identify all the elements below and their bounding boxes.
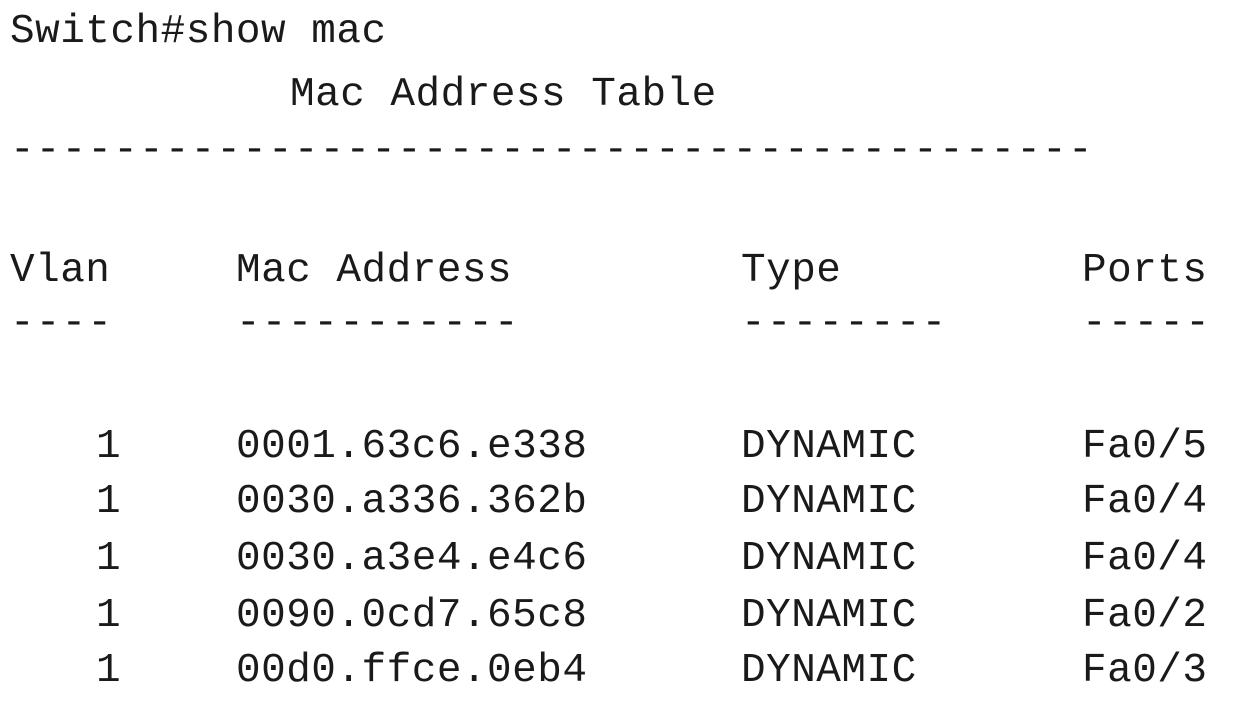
column-rule-type: --------: [741, 301, 948, 347]
table-row-port: Fa0/3: [1082, 648, 1208, 694]
column-header-ports: Ports: [1082, 248, 1208, 294]
table-row-vlan: 1: [96, 593, 122, 639]
table-row-mac-address: 0030.a3e4.e4c6: [236, 536, 588, 582]
table-row-type: DYNAMIC: [741, 424, 917, 470]
command-prompt: Switch#show mac: [10, 9, 387, 55]
table-row-mac-address: 0090.0cd7.65c8: [236, 593, 588, 639]
table-row-vlan: 1: [96, 479, 122, 525]
table-title: Mac Address Table: [290, 72, 717, 118]
table-row-mac-address: 0030.a336.362b: [236, 479, 588, 525]
table-row-mac-address: 00d0.ffce.0eb4: [236, 648, 588, 694]
title-separator: ----------------------------------------…: [10, 128, 1094, 174]
table-row-vlan: 1: [96, 648, 122, 694]
table-row-port: Fa0/4: [1082, 536, 1208, 582]
table-row-mac-address: 0001.63c6.e338: [236, 424, 588, 470]
column-header-mac-address: Mac Address: [236, 248, 513, 294]
table-row-type: DYNAMIC: [741, 593, 917, 639]
table-row-type: DYNAMIC: [741, 536, 917, 582]
table-row-vlan: 1: [96, 424, 122, 470]
table-row-port: Fa0/5: [1082, 424, 1208, 470]
column-rule-ports: -----: [1082, 301, 1212, 347]
column-header-vlan: Vlan: [10, 248, 111, 294]
table-row-port: Fa0/4: [1082, 479, 1208, 525]
table-row-type: DYNAMIC: [741, 479, 917, 525]
column-header-type: Type: [741, 248, 842, 294]
table-row-type: DYNAMIC: [741, 648, 917, 694]
table-row-port: Fa0/2: [1082, 593, 1208, 639]
column-rule-vlan: ----: [10, 301, 114, 347]
table-row-vlan: 1: [96, 536, 122, 582]
column-rule-mac-address: -----------: [236, 301, 520, 347]
